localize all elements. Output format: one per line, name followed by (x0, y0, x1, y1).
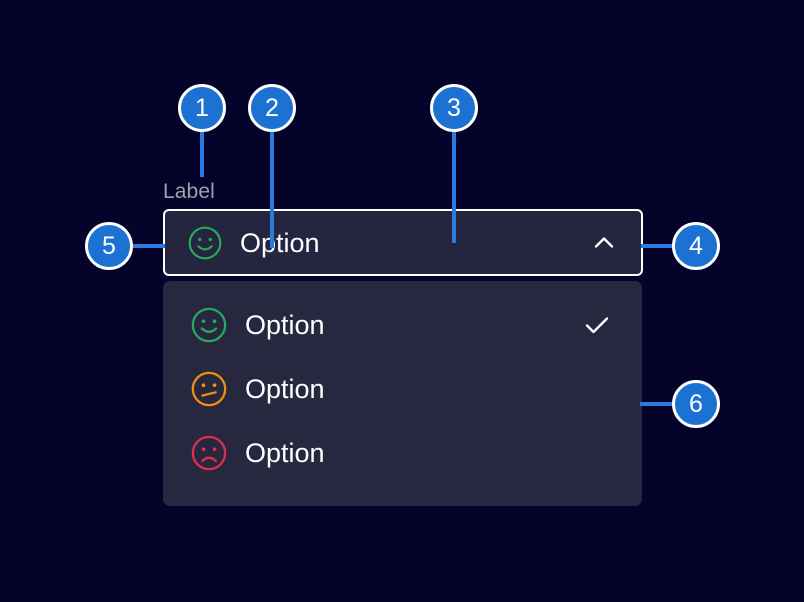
face-smile-icon (191, 307, 227, 343)
field-label: Label (163, 180, 215, 203)
face-smile-icon (188, 226, 222, 259)
leader-line-1 (200, 130, 204, 177)
chevron-up-icon[interactable] (591, 230, 617, 256)
face-frown-icon (191, 435, 227, 471)
list-item-label: Option (245, 438, 325, 468)
select-selected-value: Option (240, 227, 320, 258)
callout-badge-3: 3 (430, 84, 478, 132)
check-icon (585, 317, 609, 334)
leader-line-2 (270, 130, 274, 248)
select-control[interactable]: Option (163, 209, 643, 276)
list-item-label: Option (245, 374, 325, 404)
callout-badge-5: 5 (85, 222, 133, 270)
callout-badge-1: 1 (178, 84, 226, 132)
face-neutral-icon (191, 371, 227, 407)
list-item[interactable]: Option (163, 293, 642, 357)
leader-line-4 (641, 244, 674, 248)
callout-badge-6: 6 (672, 380, 720, 428)
leader-line-5 (131, 244, 165, 248)
dropdown-panel[interactable]: Option Option (163, 281, 642, 506)
list-item-label: Option (245, 310, 325, 340)
leader-line-3 (452, 130, 456, 243)
leader-line-6 (640, 402, 674, 406)
callout-badge-4: 4 (672, 222, 720, 270)
list-item[interactable]: Option (163, 421, 642, 485)
callout-badge-2: 2 (248, 84, 296, 132)
list-item[interactable]: Option (163, 357, 642, 421)
